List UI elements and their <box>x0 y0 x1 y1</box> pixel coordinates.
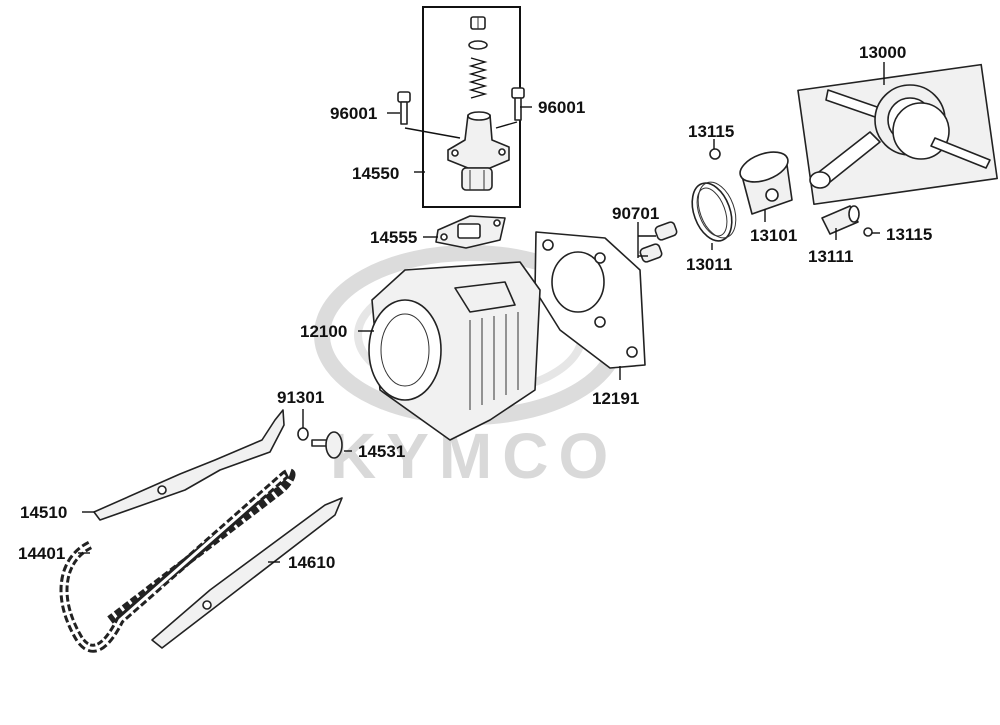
label-14510: 14510 <box>20 503 67 522</box>
label-96001-left: 96001 <box>330 104 377 123</box>
bolt-icon <box>511 87 525 121</box>
label-12100: 12100 <box>300 322 347 341</box>
piston-ring-icon <box>691 181 737 242</box>
dowel-pin-icon <box>639 221 678 263</box>
washer-icon <box>297 427 309 441</box>
chain-guide-icon <box>151 497 343 649</box>
gasket-icon <box>534 231 646 369</box>
bolt-icon <box>397 91 411 125</box>
cylinder-icon <box>368 261 541 441</box>
clip-icon <box>863 227 873 237</box>
label-14610: 14610 <box>288 553 335 572</box>
label-13115-right: 13115 <box>886 225 932 244</box>
label-90701: 90701 <box>612 204 659 223</box>
label-13111: 13111 <box>808 247 853 266</box>
gasket-icon <box>435 215 506 249</box>
piston-icon <box>739 151 793 215</box>
tensioner-icon <box>447 16 510 191</box>
label-14550: 14550 <box>352 164 399 183</box>
clip-icon <box>709 148 721 160</box>
label-91301: 91301 <box>277 388 324 407</box>
label-13101: 13101 <box>750 226 797 245</box>
label-14555: 14555 <box>370 228 417 247</box>
bolt-icon <box>311 431 343 459</box>
chain-guide-icon <box>93 409 285 521</box>
cam-chain-icon <box>59 468 296 653</box>
part-labels: 13000 96001 96001 13115 14550 90701 1455… <box>18 43 932 572</box>
label-13115-top: 13115 <box>688 122 734 141</box>
leader-lines <box>78 62 885 563</box>
label-14401: 14401 <box>18 544 65 563</box>
label-12191: 12191 <box>592 389 639 408</box>
crankshaft-icon <box>797 63 998 206</box>
watermark-text: KYMCO <box>330 420 618 492</box>
piston-pin-icon <box>821 205 860 235</box>
label-96001-right: 96001 <box>538 98 585 117</box>
label-13000: 13000 <box>859 43 906 62</box>
label-14531: 14531 <box>358 442 405 461</box>
label-13011: 13011 <box>686 255 732 274</box>
